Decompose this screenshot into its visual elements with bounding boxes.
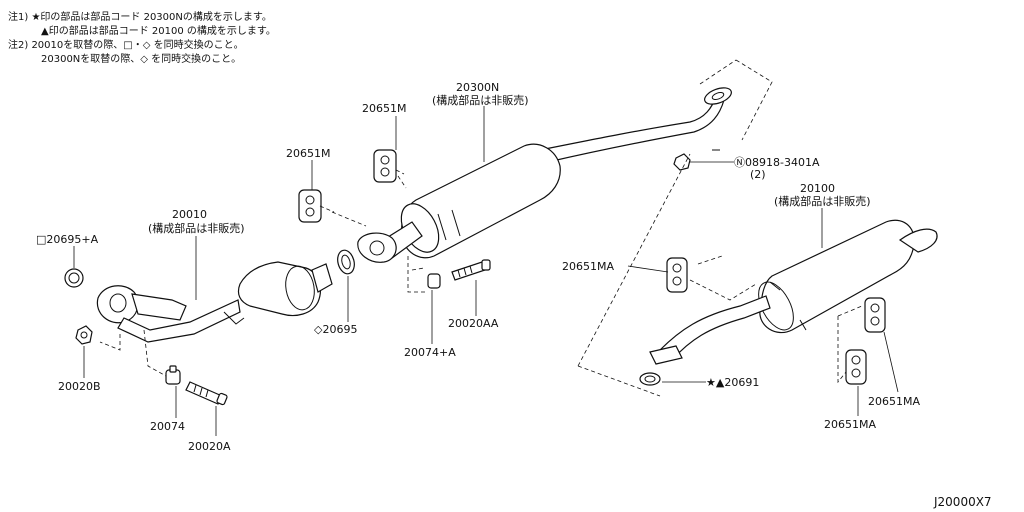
label-20020A: 20020A: [188, 440, 231, 453]
label-20651M-upper: 20651M: [362, 102, 406, 115]
label-20651M-lower: 20651M: [286, 147, 330, 160]
part-labels: 20300N (構成部品は非販売) 20651M 20651M 20010 (構…: [36, 81, 992, 509]
insulator-20651MA-right[interactable]: [864, 297, 886, 333]
insulator-20651M-lower[interactable]: [298, 189, 322, 223]
leader-lines: [73, 106, 899, 436]
label-20074-A: 20074+A: [404, 346, 456, 359]
label-20020B: 20020B: [58, 380, 101, 393]
label-20651MA-bottom: 20651MA: [824, 418, 876, 431]
label-20300N-note: (構成部品は非販売): [432, 93, 529, 107]
gasket-20695-A[interactable]: [64, 268, 84, 288]
label-08918-3401A: Ⓝ08918-3401A: [734, 156, 820, 169]
label-20100-note: (構成部品は非販売): [774, 194, 871, 208]
nut-20074[interactable]: [165, 365, 181, 385]
gasket-20695[interactable]: [335, 248, 357, 275]
center-muffler-assembly[interactable]: [357, 85, 734, 263]
label-20651MA-right: 20651MA: [868, 395, 920, 408]
stud-20020A[interactable]: [185, 381, 228, 406]
label-20695: ◇20695: [314, 323, 357, 336]
nut-20074-A[interactable]: [427, 273, 441, 289]
notes-block: 注1) ★印の部品は部品コード 20300Nの構成を示します。 ▲印の部品は部品…: [8, 10, 276, 65]
rear-muffler-20100[interactable]: [649, 219, 938, 365]
note-2: ▲印の部品は部品コード 20100 の構成を示します。: [41, 24, 276, 37]
label-20074: 20074: [150, 420, 185, 433]
gasket-20691[interactable]: [639, 372, 661, 386]
insulator-20651MA-bottom[interactable]: [845, 349, 867, 385]
label-20691: ★▲20691: [706, 376, 759, 389]
phantom-lines: [99, 59, 863, 397]
note-3: 注2) 20010を取替の際、□・◇ を同時交換のこと。: [8, 38, 244, 51]
label-20300N: 20300N: [456, 81, 499, 94]
label-08918-qty: (2): [750, 168, 766, 181]
label-20020AA: 20020AA: [448, 317, 499, 330]
label-20695-A: □20695+A: [36, 233, 99, 246]
front-pipe-catalyst-20010[interactable]: [96, 261, 333, 343]
label-20010-note: (構成部品は非販売): [148, 221, 245, 235]
nut-20020B[interactable]: [75, 325, 93, 345]
insulator-20651MA-left[interactable]: [666, 257, 688, 293]
insulator-20651M-upper[interactable]: [373, 149, 397, 183]
stud-20020AA[interactable]: [451, 259, 491, 281]
label-20651MA-left: 20651MA: [562, 260, 614, 273]
diagram-code: J20000X7: [933, 495, 992, 509]
label-20010: 20010: [172, 208, 207, 221]
note-4: 20300Nを取替の際、◇ を同時交換のこと。: [41, 52, 241, 65]
note-1: 注1) ★印の部品は部品コード 20300Nの構成を示します。: [8, 10, 272, 23]
nut-08918-3401A[interactable]: [673, 153, 691, 171]
label-20100: 20100: [800, 182, 835, 195]
